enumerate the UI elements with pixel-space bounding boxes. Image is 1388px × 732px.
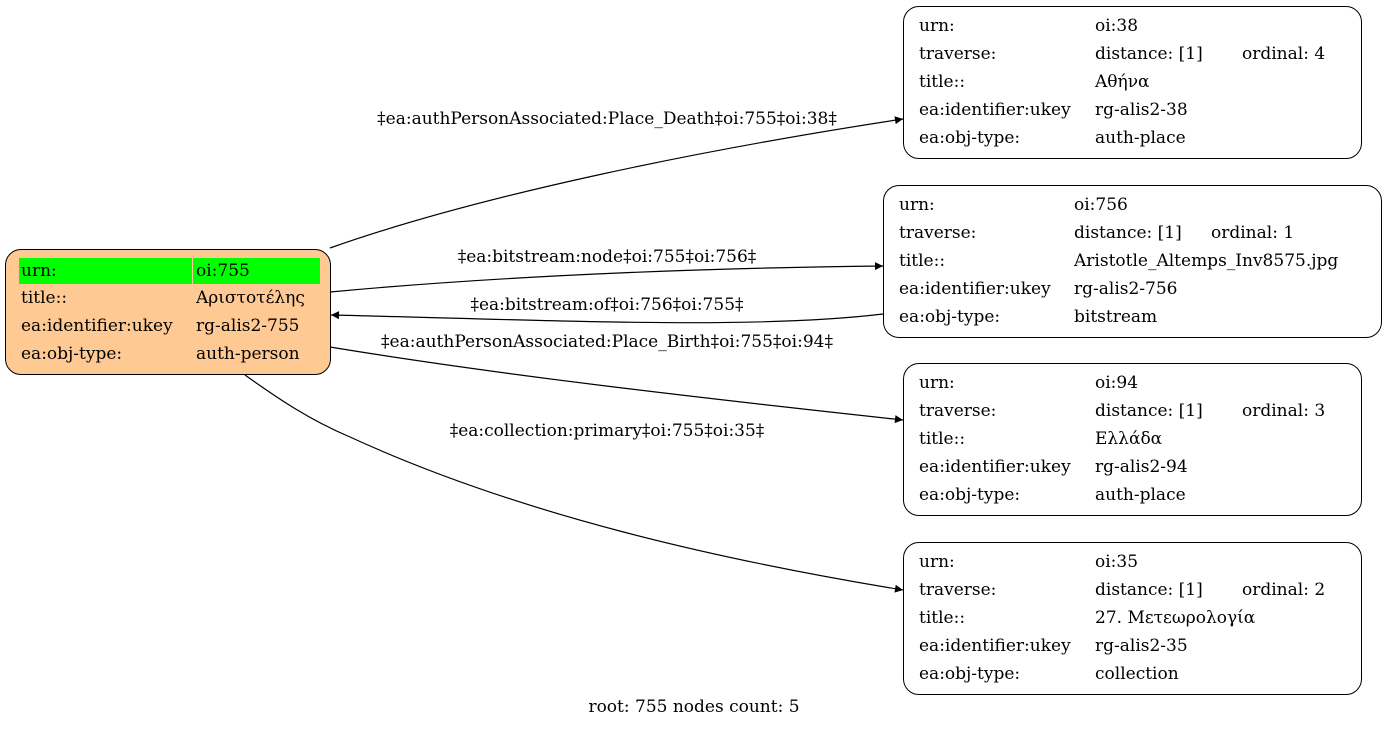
edge-bitstream-of [330, 311, 884, 324]
root-ukey-key: ea:identifier:ukey [21, 316, 173, 336]
node-urn-value: oi:94 [1095, 373, 1139, 393]
node-ordinal-value: ordinal: 3 [1242, 401, 1326, 421]
node-type-key: ea:obj-type: [919, 485, 1021, 505]
node-title-value: Ελλάδα [1095, 429, 1163, 449]
node-ukey-key: ea:identifier:ukey [899, 279, 1051, 299]
edge-place-birth [329, 346, 904, 424]
edge-label-bitstream-node: ‡ea:bitstream:node‡oi:755‡oi:756‡ [458, 247, 757, 267]
node-title-value: 27. Μετεωρολογία [1095, 608, 1256, 628]
graph-footer: root: 755 nodes count: 5 [588, 697, 800, 717]
edge-label-bitstream-of: ‡ea:bitstream:of‡oi:756‡oi:755‡ [470, 295, 744, 315]
root-urn-key: urn: [19, 258, 192, 284]
node-type-key: ea:obj-type: [919, 128, 1021, 148]
node-urn-key: urn: [899, 195, 935, 215]
node-title-value: Aristotle_Altemps_Inv8575.jpg [1074, 251, 1339, 271]
node-title-key: title:: [919, 429, 966, 449]
node-ordinal-value: ordinal: 2 [1242, 580, 1326, 600]
node-oi-38[interactable]: urn: oi:38 traverse: distance: [1] ordinal:… [903, 6, 1362, 159]
node-ukey-key: ea:identifier:ukey [919, 457, 1071, 477]
node-distance-value: distance: [1] [1074, 223, 1182, 243]
node-distance-value: distance: [1] [1095, 580, 1203, 600]
node-urn-key: urn: [919, 16, 955, 36]
node-distance-value: distance: [1] [1095, 401, 1203, 421]
node-type-value: auth-place [1095, 485, 1186, 505]
node-ordinal-value: ordinal: 4 [1242, 44, 1326, 64]
node-oi-35[interactable]: urn: oi:35 traverse: distance: [1] ordinal:… [903, 542, 1362, 695]
node-title-key: title:: [919, 608, 966, 628]
root-node[interactable]: urn: oi:755 title:: Αριστοτέλης ea:ident… [5, 249, 331, 375]
root-ukey-value: rg-alis2-755 [196, 316, 300, 336]
node-ukey-value: rg-alis2-38 [1095, 100, 1188, 120]
node-type-value: bitstream [1074, 307, 1158, 327]
node-title-key: title:: [899, 251, 946, 271]
node-traverse-key: traverse: [919, 401, 997, 421]
node-ukey-value: rg-alis2-35 [1095, 636, 1188, 656]
root-type-value: auth-person [196, 344, 300, 364]
root-urn-value: oi:755 [193, 258, 320, 284]
node-urn-key: urn: [919, 552, 955, 572]
node-ukey-key: ea:identifier:ukey [919, 636, 1071, 656]
node-traverse-key: traverse: [919, 44, 997, 64]
node-oi-94[interactable]: urn: oi:94 traverse: distance: [1] ordinal:… [903, 363, 1362, 516]
edge-place-death [329, 116, 904, 249]
node-urn-key: urn: [919, 373, 955, 393]
node-traverse-key: traverse: [919, 580, 997, 600]
node-ukey-value: rg-alis2-756 [1074, 279, 1178, 299]
edge-collection-primary [244, 374, 904, 593]
edge-label-collection-primary: ‡ea:collection:primary‡oi:755‡oi:35‡ [450, 421, 765, 441]
node-type-value: collection [1095, 664, 1179, 684]
node-type-key: ea:obj-type: [899, 307, 1001, 327]
edge-label-place-death: ‡ea:authPersonAssociated:Place_Death‡oi:… [377, 109, 837, 129]
edge-bitstream-node [329, 262, 884, 293]
node-distance-value: distance: [1] [1095, 44, 1203, 64]
node-type-key: ea:obj-type: [919, 664, 1021, 684]
node-title-key: title:: [919, 72, 966, 92]
node-oi-756[interactable]: urn: oi:756 traverse: distance: [1] ordinal… [883, 185, 1382, 338]
node-urn-value: oi:35 [1095, 552, 1139, 572]
node-ukey-key: ea:identifier:ukey [919, 100, 1071, 120]
node-ukey-value: rg-alis2-94 [1095, 457, 1188, 477]
node-ordinal-value: ordinal: 1 [1211, 223, 1295, 243]
node-urn-value: oi:756 [1074, 195, 1128, 215]
node-traverse-key: traverse: [899, 223, 977, 243]
root-type-key: ea:obj-type: [21, 344, 123, 364]
node-title-value: Αθήνα [1095, 72, 1150, 92]
root-title-value: Αριστοτέλης [196, 288, 305, 308]
edge-label-place-birth: ‡ea:authPersonAssociated:Place_Birth‡oi:… [381, 332, 833, 352]
node-urn-value: oi:38 [1095, 16, 1139, 36]
node-type-value: auth-place [1095, 128, 1186, 148]
root-title-key: title:: [21, 288, 68, 308]
